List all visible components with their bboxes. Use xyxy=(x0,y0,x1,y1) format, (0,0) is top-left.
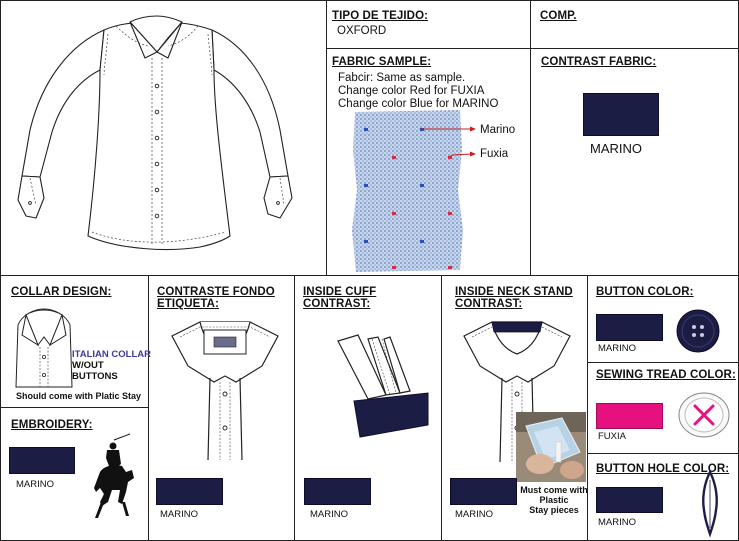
plastic-stay-photo xyxy=(516,412,586,482)
contrast-fabric-header: CONTRAST FABRIC: xyxy=(541,56,657,68)
sewing-thread-button-icon xyxy=(678,392,730,438)
neck-label-sketch xyxy=(171,321,279,461)
contrast-fabric-swatch xyxy=(583,93,659,136)
sewing-thread-swatch xyxy=(596,403,663,429)
divider-top-row xyxy=(326,48,739,49)
inside-cuff-header-1: INSIDE CUFF xyxy=(303,286,377,298)
divider-b2 xyxy=(294,275,295,541)
contrast-label-header-2: ETIQUETA: xyxy=(157,298,220,310)
neck-stand-swatch xyxy=(450,478,517,505)
polo-player-logo xyxy=(94,433,134,518)
fabric-sample-note-1: Fabcir: Same as sample. xyxy=(338,72,466,84)
fabric-sample-note-3: Change color Blue for MARINO xyxy=(338,98,499,110)
contrast-label-label: MARINO xyxy=(160,509,198,520)
inside-cuff-swatch xyxy=(304,478,371,505)
neck-stand-sketch xyxy=(463,321,571,463)
button-color-header: BUTTON COLOR: xyxy=(596,286,694,298)
embroidery-header: EMBROIDERY: xyxy=(11,419,93,431)
contrast-fabric-label: MARINO xyxy=(590,141,642,156)
button-hole-icon xyxy=(702,469,718,538)
fabric-sample-note-2: Change color Red for FUXIA xyxy=(338,85,485,97)
contrast-label-swatch xyxy=(156,478,223,505)
divider-sewing-hole xyxy=(587,453,739,454)
neck-stay-note-1: Must come with xyxy=(520,485,588,495)
divider-b1 xyxy=(148,275,149,541)
fabric-type-value: OXFORD xyxy=(337,25,387,37)
button-hole-header: BUTTON HOLE COLOR: xyxy=(596,463,730,475)
divider-top-left xyxy=(326,0,327,275)
embroidery-label: MARINO xyxy=(16,479,54,490)
collar-design-header: COLLAR DESIGN: xyxy=(11,286,112,298)
collar-label-3: BUTTONS xyxy=(72,371,118,382)
shirt-sketch xyxy=(17,15,293,250)
sewing-thread-label: FUXIA xyxy=(598,431,626,442)
collar-sketch xyxy=(15,308,73,388)
button-color-swatch xyxy=(596,314,663,341)
divider-button-sewing xyxy=(587,362,739,363)
collar-label-2: W/OUT xyxy=(72,360,104,371)
divider-top-mid xyxy=(530,0,531,275)
fabric-type-header: TIPO DE TEJIDO: xyxy=(332,10,429,22)
neck-stay-note-3: Stay pieces xyxy=(529,505,579,515)
button-hole-swatch xyxy=(596,487,663,513)
contrast-label-header-1: CONTRASTE FONDO xyxy=(157,286,275,298)
divider-collar-embroidery xyxy=(0,407,148,408)
button-icon xyxy=(676,309,720,353)
button-color-label: MARINO xyxy=(598,343,636,354)
embroidery-swatch xyxy=(9,447,75,474)
neck-stand-label: MARINO xyxy=(455,509,493,520)
sewing-thread-header: SEWING TREAD COLOR: xyxy=(596,369,736,381)
inside-cuff-label: MARINO xyxy=(310,509,348,520)
divider-main xyxy=(0,275,739,276)
callout-marino: Marino xyxy=(480,124,516,136)
cuff-sketch xyxy=(337,334,429,438)
collar-stay-note: Should come with Platic Stay xyxy=(16,391,142,401)
divider-b3 xyxy=(441,275,442,541)
callout-fuxia: Fuxia xyxy=(480,148,509,160)
fabric-sample-header: FABRIC SAMPLE: xyxy=(332,56,432,68)
inside-cuff-header-2: CONTRAST: xyxy=(303,298,371,310)
composition-header: COMP. xyxy=(540,10,577,22)
neck-stand-header-2: CONTRAST: xyxy=(455,298,523,310)
neck-stay-note-2: Plastic xyxy=(539,495,569,505)
fabric-sample-swatch xyxy=(352,110,476,272)
button-hole-label: MARINO xyxy=(598,517,636,528)
neck-stand-header-1: INSIDE NECK STAND xyxy=(455,286,573,298)
collar-label-1: ITALIAN COLLAR xyxy=(72,349,151,360)
divider-b4 xyxy=(587,275,588,541)
